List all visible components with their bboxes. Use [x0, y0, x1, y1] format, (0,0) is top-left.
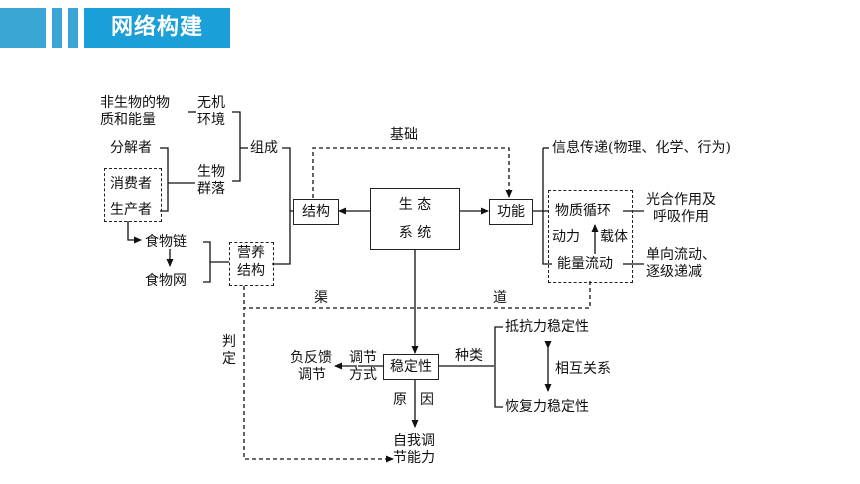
- label-reg-mode-l2: 方式: [349, 367, 377, 383]
- node-resilience: 恢复力稳定性: [505, 399, 589, 415]
- node-inorganic-l2: 环境: [197, 112, 225, 128]
- node-photosynthesis-l2: 呼吸作用: [653, 209, 709, 225]
- header-decor-stripe: [68, 8, 78, 48]
- label-motive: 动力: [552, 229, 580, 245]
- label-composition: 组成: [250, 140, 278, 156]
- label-judge-2: 定: [222, 351, 236, 367]
- node-decomposer: 分解者: [110, 140, 152, 156]
- node-food-chain: 食物链: [145, 234, 187, 250]
- node-stability: 稳定性: [383, 354, 439, 380]
- label-mutual: 相互关系: [555, 361, 611, 377]
- label-cause-2: 因: [420, 392, 434, 408]
- node-self-reg-l2: 节能力: [393, 450, 435, 466]
- node-consumer: 消费者: [110, 176, 152, 192]
- node-biotic-l2: 群落: [197, 181, 225, 197]
- node-energy-flow: 能量流动: [557, 256, 613, 272]
- node-ecosystem: 生 态 系 统: [370, 188, 460, 250]
- label-foundation: 基础: [390, 127, 418, 143]
- node-function-label: 功能: [497, 204, 525, 220]
- node-unidirectional-l1: 单向流动、: [646, 247, 716, 263]
- producer-consumer-group: [104, 168, 162, 222]
- label-channel-2: 道: [493, 290, 507, 306]
- label-types: 种类: [455, 348, 483, 364]
- label-reg-mode-l1: 调节: [349, 350, 377, 366]
- node-structure: 结构: [293, 199, 339, 225]
- node-inorganic-l1: 无机: [197, 95, 225, 111]
- node-structure-label: 结构: [302, 204, 330, 220]
- node-ecosystem-l1: 生 态: [398, 197, 432, 213]
- node-ecosystem-l2: 系 统: [398, 225, 432, 241]
- node-neg-feedback-l1: 负反馈: [290, 350, 332, 366]
- node-self-reg-l1: 自我调: [393, 433, 435, 449]
- section-title: 网络构建: [84, 8, 230, 48]
- trophic-structure-box: [229, 242, 274, 286]
- node-biotic-l1: 生物: [197, 164, 225, 180]
- node-trophic-l1: 营养: [237, 245, 265, 261]
- node-producer: 生产者: [110, 202, 152, 218]
- node-abiotic-l1: 非生物的物: [100, 95, 170, 111]
- node-function: 功能: [489, 199, 533, 225]
- label-judge-1: 判: [222, 334, 236, 350]
- label-cause-1: 原: [393, 392, 407, 408]
- node-unidirectional-l2: 逐级递减: [646, 264, 702, 280]
- node-neg-feedback-l2: 调节: [298, 367, 326, 383]
- node-photosynthesis-l1: 光合作用及: [646, 192, 716, 208]
- header-decor-block: [0, 8, 46, 48]
- function-group-box: [548, 190, 633, 283]
- node-info-transfer: 信息传递(物理、化学、行为): [552, 140, 731, 156]
- node-stability-label: 稳定性: [390, 359, 432, 375]
- node-abiotic-l2: 质和能量: [100, 112, 156, 128]
- label-channel-1: 渠: [314, 290, 328, 306]
- label-carrier: 载体: [600, 229, 628, 245]
- node-material-cycle: 物质循环: [555, 203, 611, 219]
- header-decor-stripe: [52, 8, 62, 48]
- node-trophic-l2: 结构: [237, 263, 265, 279]
- node-resistance: 抵抗力稳定性: [505, 319, 589, 335]
- node-food-web: 食物网: [145, 273, 187, 289]
